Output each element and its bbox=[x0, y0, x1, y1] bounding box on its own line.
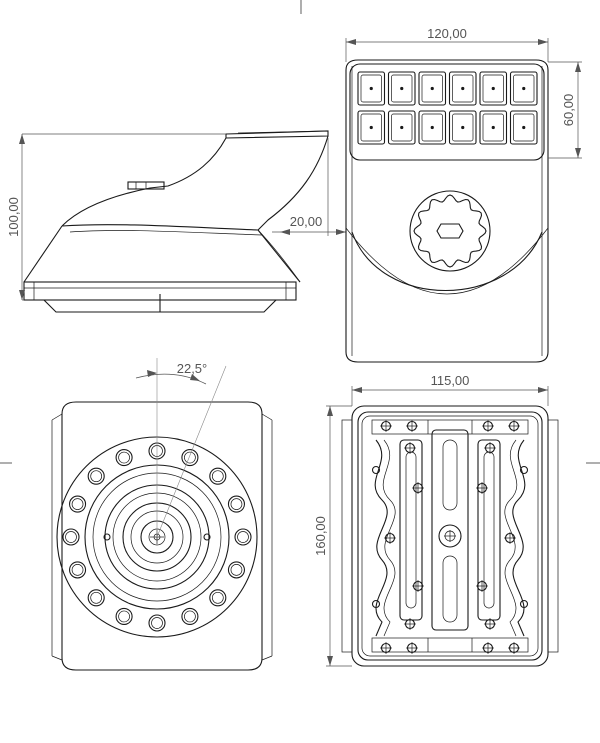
side-view: 100,00 20,00 bbox=[6, 130, 346, 313]
bolt-hole bbox=[227, 561, 245, 579]
base-plate-view: 115,00 160,00 bbox=[313, 373, 559, 667]
cell-grid bbox=[357, 71, 538, 145]
grid-cell-inner bbox=[391, 74, 413, 103]
plate-holes bbox=[371, 420, 529, 654]
bolt-hole bbox=[209, 467, 227, 485]
dim-side-height: 100,00 bbox=[6, 197, 21, 237]
grid-cell bbox=[448, 110, 477, 145]
dim-bottom-width: 115,00 bbox=[431, 373, 470, 388]
dim-top-height: 60,00 bbox=[561, 94, 576, 127]
plate-slot-hole bbox=[371, 465, 381, 475]
bolt-hole-inner bbox=[90, 591, 103, 604]
grid-cell bbox=[479, 71, 508, 106]
center-marks bbox=[0, 0, 600, 464]
bolt-hole-inner bbox=[237, 531, 249, 543]
grid-cell bbox=[448, 71, 477, 106]
bolt-hole-inner bbox=[71, 498, 84, 510]
grid-cell bbox=[387, 110, 416, 145]
bolt-hole bbox=[148, 614, 166, 632]
grid-cell-inner bbox=[513, 74, 535, 103]
grid-cell-dot bbox=[369, 86, 373, 91]
grid-cell bbox=[418, 71, 447, 106]
grid-cell-inner bbox=[421, 74, 443, 103]
grid-cell-inner bbox=[452, 113, 474, 142]
gear bbox=[409, 190, 491, 272]
grid-cell-dot bbox=[461, 86, 465, 91]
grid-cell bbox=[509, 71, 538, 106]
bolt-hole bbox=[234, 528, 252, 546]
bolt-hole bbox=[209, 589, 227, 607]
bolt-hole-inner bbox=[65, 531, 77, 543]
grid-cell-inner bbox=[391, 113, 413, 142]
bolt-hole bbox=[115, 607, 133, 626]
grid-cell-inner bbox=[482, 74, 504, 103]
bolt-hole bbox=[69, 495, 87, 513]
dim-bottom-height: 160,00 bbox=[313, 516, 328, 556]
grid-cell-inner bbox=[421, 113, 443, 142]
bolt-hole-inner bbox=[230, 564, 243, 576]
bolt-hole bbox=[62, 528, 80, 546]
bolt-hole bbox=[87, 589, 105, 607]
grid-cell-inner bbox=[452, 74, 474, 103]
bolt-hole bbox=[227, 495, 245, 513]
bolt-hole-inner bbox=[151, 617, 163, 629]
grid-cell-dot bbox=[461, 125, 465, 130]
dim-side-offset: 20,00 bbox=[290, 214, 323, 229]
grid-cell-dot bbox=[430, 86, 434, 91]
plate-slot-hole bbox=[519, 465, 529, 475]
grid-cell-dot bbox=[400, 86, 404, 91]
grid-cell-inner bbox=[360, 113, 382, 142]
grid-cell-inner bbox=[513, 113, 535, 142]
grid-cell-dot bbox=[369, 125, 373, 130]
grid-cell bbox=[509, 110, 538, 145]
bolt-hole-inner bbox=[211, 591, 224, 604]
bolt-hole-inner bbox=[184, 451, 196, 464]
grid-cell bbox=[357, 71, 386, 106]
grid-cell bbox=[479, 110, 508, 145]
grid-cell-inner bbox=[482, 113, 504, 142]
flange-view: 22,5° bbox=[51, 358, 273, 671]
grid-cell bbox=[387, 71, 416, 106]
bolt-hole-inner bbox=[184, 610, 196, 623]
top-right-view: 120,00 60,00 bbox=[345, 26, 582, 363]
grid-cell-dot bbox=[491, 125, 495, 130]
plate-slot-hole bbox=[519, 599, 529, 609]
bolt-hole-inner bbox=[71, 564, 84, 576]
grid-cell-dot bbox=[522, 125, 526, 130]
bolt-hole bbox=[181, 607, 199, 626]
bolt-hole-inner bbox=[90, 470, 103, 483]
grid-cell-dot bbox=[400, 125, 404, 130]
bolt-hole-inner bbox=[211, 470, 224, 483]
bolt-hole-inner bbox=[230, 498, 243, 510]
bolt-hole-inner bbox=[118, 451, 130, 464]
plate-slot-hole bbox=[371, 599, 381, 609]
bolt-hole bbox=[181, 448, 199, 467]
grid-cell-dot bbox=[430, 125, 434, 130]
grid-cell bbox=[357, 110, 386, 145]
grid-cell-dot bbox=[491, 86, 495, 91]
bolt-hole bbox=[87, 467, 105, 485]
bolt-hole-inner bbox=[118, 610, 130, 623]
dim-angle: 22,5° bbox=[177, 361, 208, 376]
dim-top-width: 120,00 bbox=[427, 26, 467, 41]
bolt-hole bbox=[115, 448, 133, 467]
grid-cell-dot bbox=[522, 86, 526, 91]
grid-cell-inner bbox=[360, 74, 382, 103]
grid-cell bbox=[418, 110, 447, 145]
bolt-holes bbox=[62, 442, 252, 632]
bolt-hole bbox=[69, 561, 87, 579]
